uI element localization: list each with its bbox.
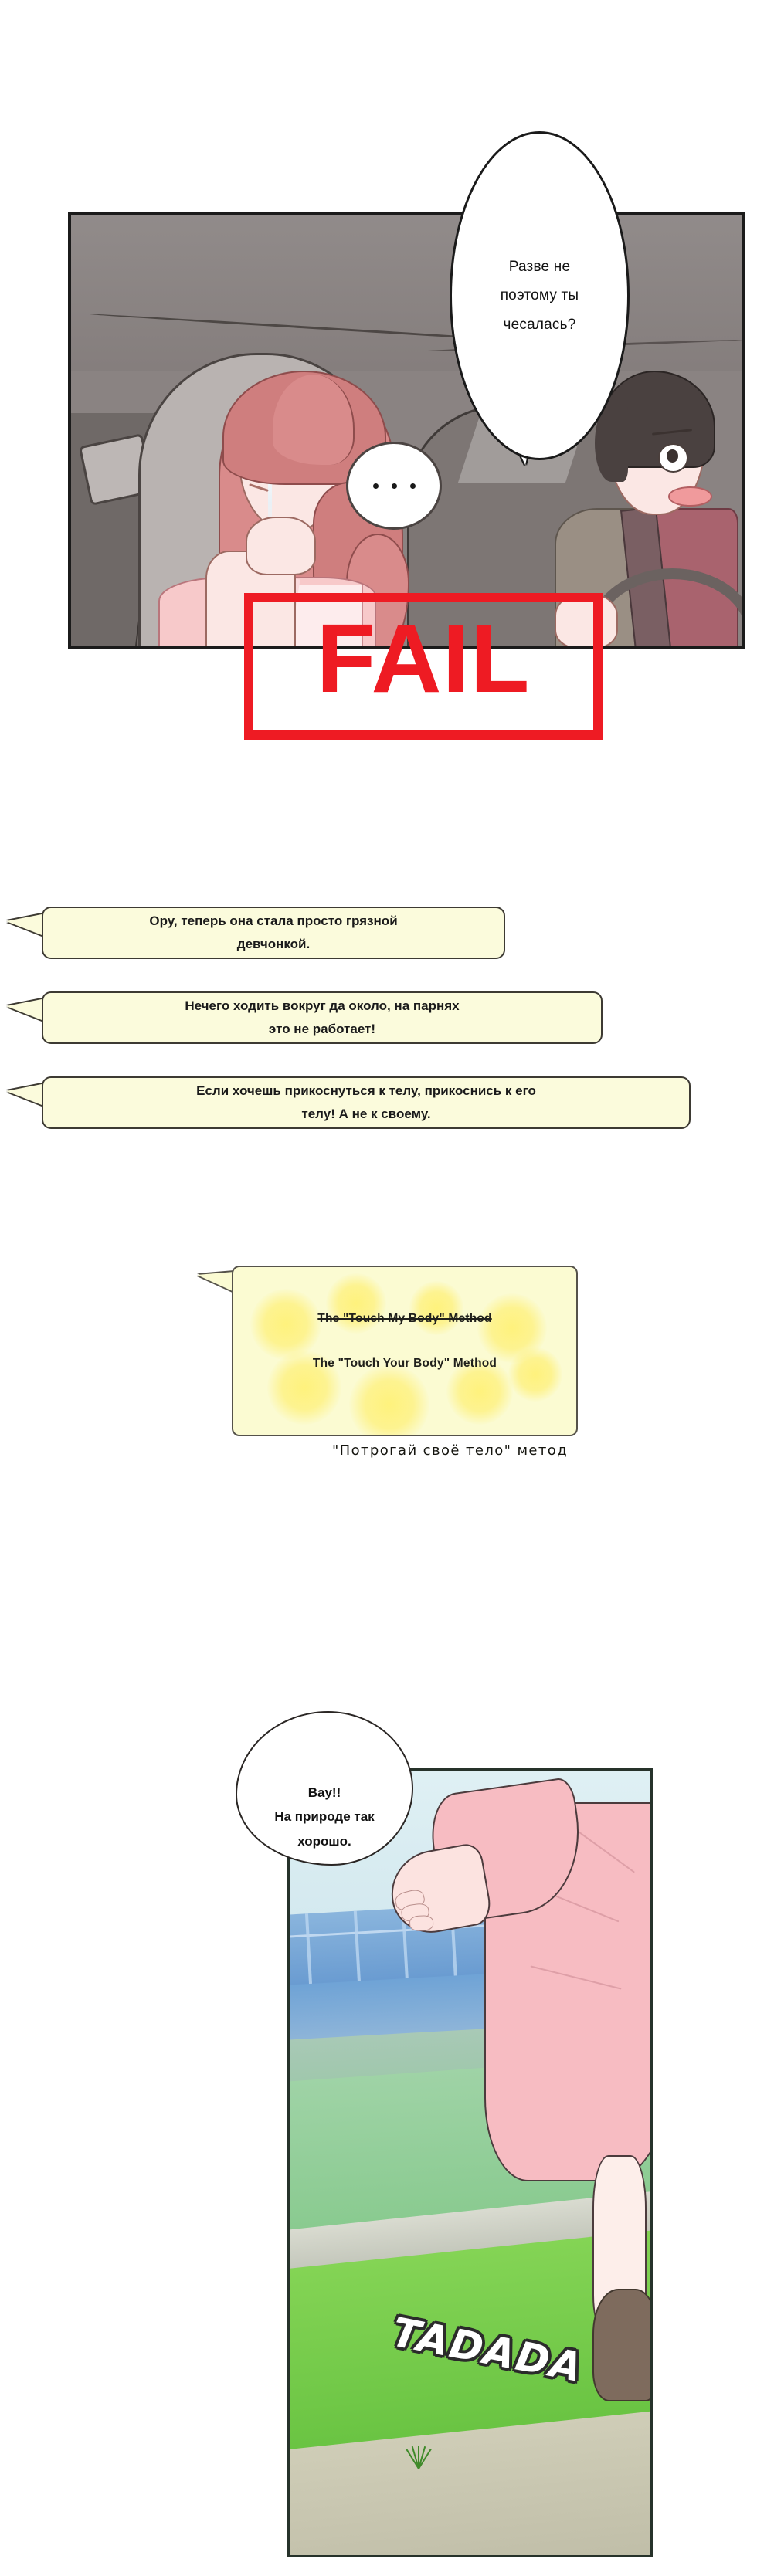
comment-text-1: Ору, теперь она стала просто грязной дев… bbox=[149, 913, 398, 951]
sparkle-glow bbox=[446, 1358, 513, 1425]
reaction-bubble-ellipsis bbox=[346, 442, 442, 530]
girl-bangs bbox=[272, 375, 355, 466]
comment-text-2: Нечего ходить вокруг да около, на парнях… bbox=[185, 998, 460, 1036]
sparkle-glow bbox=[267, 1351, 341, 1425]
ellipsis-dot bbox=[372, 483, 379, 489]
comment-bubble-2: Нечего ходить вокруг да около, на парнях… bbox=[42, 991, 603, 1044]
girl-hand bbox=[245, 516, 316, 576]
sparkle-glow bbox=[250, 1289, 321, 1360]
car-interior-panel bbox=[68, 212, 745, 649]
girl-tear bbox=[267, 456, 272, 534]
ellipsis-dot bbox=[391, 483, 397, 489]
method-old-label: The "Touch My Body" Method bbox=[317, 1312, 492, 1325]
comment-tail-1 bbox=[6, 914, 42, 935]
method-new-label: The "Touch Your Body" Method bbox=[312, 1357, 497, 1370]
dress-fold bbox=[530, 1965, 622, 1990]
boy-eye bbox=[658, 443, 689, 473]
boy-mouth bbox=[668, 486, 712, 507]
sparkle-glow bbox=[508, 1347, 562, 1402]
fail-stamp-box bbox=[244, 593, 603, 740]
boy-hair-sideburn bbox=[594, 405, 629, 483]
sparkle-glow bbox=[349, 1364, 429, 1435]
boy-pupil bbox=[666, 449, 678, 463]
comment-tail-2 bbox=[6, 999, 42, 1020]
comment-bubble-3: Если хочешь прикоснуться к телу, прикосн… bbox=[42, 1076, 691, 1129]
comment-bubble-1: Ору, теперь она стала просто грязной дев… bbox=[42, 907, 505, 959]
speech-bubble-girl-outdoor: Вау!! На природе так хорошо. bbox=[236, 1711, 413, 1866]
method-bubble-tail bbox=[197, 1272, 234, 1292]
comment-tail-3 bbox=[6, 1084, 42, 1105]
grass-tuft bbox=[405, 2445, 433, 2469]
speech-bubble-girl-outdoor-text: Вау!! На природе так хорошо. bbox=[274, 1785, 375, 1849]
boy-hand bbox=[554, 594, 618, 646]
ellipsis-dot bbox=[409, 483, 416, 489]
method-caption: "Потрогай своё тело" метод bbox=[332, 1442, 569, 1459]
car-roof bbox=[71, 215, 742, 379]
speech-bubble-boy-text: Разве не поэтому ты чесалась? bbox=[500, 259, 579, 333]
fail-stamp-label: FAIL bbox=[316, 604, 531, 713]
sparkle-glow bbox=[326, 1273, 386, 1334]
comment-text-3: Если хочешь прикоснуться к телу, прикосн… bbox=[196, 1083, 536, 1121]
finger bbox=[409, 1915, 433, 1932]
dress-fold bbox=[571, 1825, 635, 1873]
girl-boot bbox=[592, 2288, 650, 2401]
speech-bubble-boy: Разве не поэтому ты чесалась? bbox=[450, 131, 630, 460]
sparkle-glow bbox=[409, 1281, 463, 1335]
method-bubble: The "Touch My Body" Method The "Touch Yo… bbox=[232, 1266, 578, 1436]
outdoor-riverside-panel: TADADA bbox=[287, 1768, 653, 2557]
